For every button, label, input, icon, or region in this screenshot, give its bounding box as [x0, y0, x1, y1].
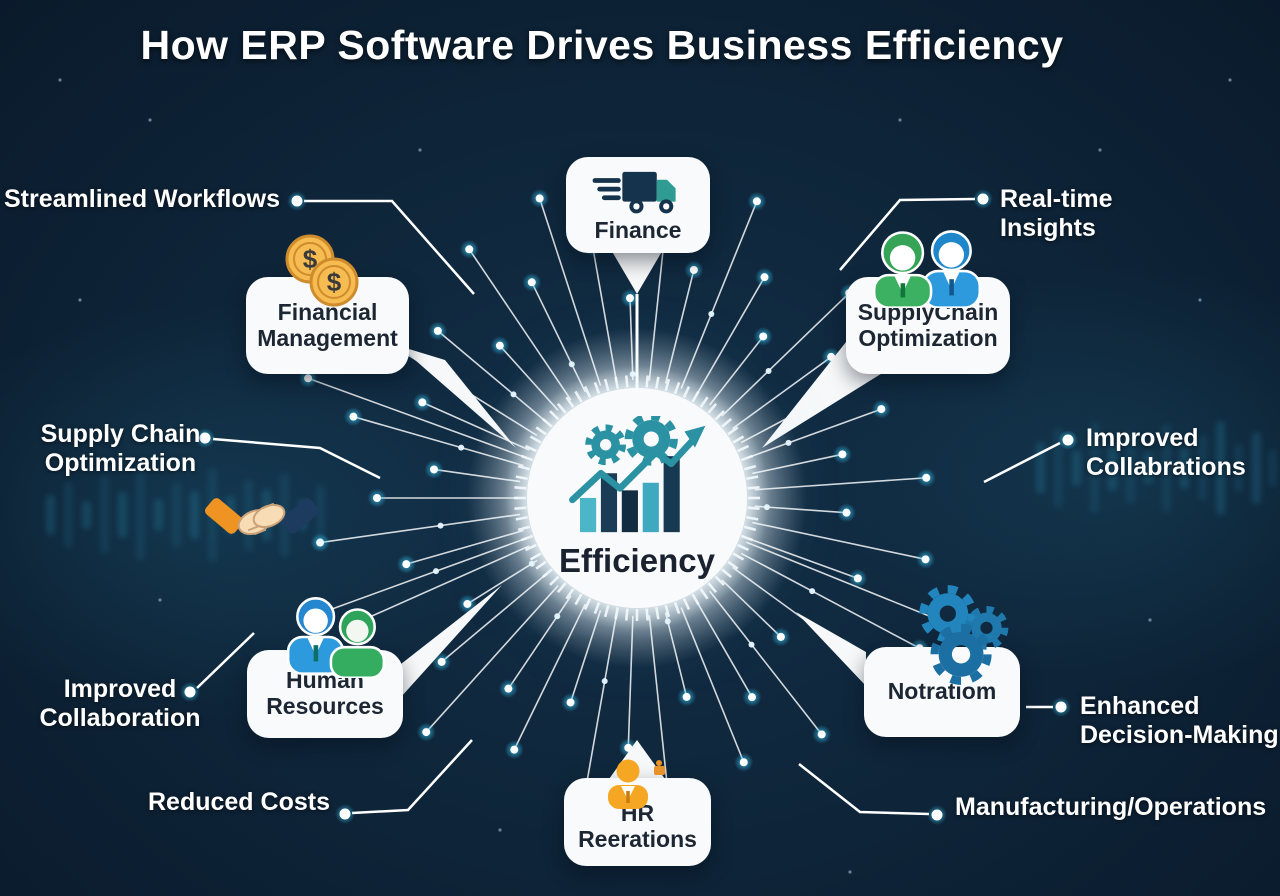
dollar-coins-icon: $ $ — [285, 234, 359, 307]
label-manufacturing-operations: Manufacturing/Operations — [955, 793, 1267, 821]
supply-chain-optimization-connector — [212, 437, 381, 480]
node-card-finance: Finance — [566, 157, 710, 253]
label-connector-dots-group — [180, 189, 1078, 825]
gears-growth-chart-icon — [569, 416, 706, 533]
page-title: How ERP Software Drives Business Efficie… — [140, 22, 1064, 68]
center-node-label: Efficiency — [559, 542, 715, 579]
handshake-icon — [205, 498, 319, 536]
human-resources-card-tail — [401, 585, 502, 697]
two-people-icon — [872, 230, 982, 308]
two-people-icon — [286, 597, 386, 678]
center-node-efficiency: Efficiency — [527, 388, 747, 608]
person-icon — [608, 759, 665, 809]
financial-management-card-tail — [399, 346, 516, 448]
improved-collaboration-connector — [196, 632, 255, 689]
man-figure — [921, 230, 982, 308]
card-label-notratiom: Notratiom — [887, 678, 997, 705]
delivery-truck-icon — [592, 171, 676, 214]
label-connectors-group — [196, 197, 1061, 816]
finance-card-tail — [610, 248, 664, 294]
label-supply-chain-optimization: Supply Chain Optimization — [40, 420, 201, 477]
label-reduced-costs: Reduced Costs — [148, 788, 330, 816]
woman-figure — [872, 231, 933, 308]
notratiom-card-tail — [796, 612, 866, 686]
green-person-figure — [329, 608, 386, 678]
reduced-costs-connector — [351, 739, 473, 815]
label-real-time-insights: Real-time Insights — [1000, 185, 1113, 242]
real-time-insights-connector — [839, 197, 976, 271]
card-label-hr-reerations: HR Reerations — [578, 800, 697, 852]
blue-person-figure — [286, 597, 345, 675]
streamlined-workflows-connector — [304, 199, 475, 295]
radiating-lines-group — [46, 78, 1277, 874]
label-improved-collabrations: Improved Collabrations — [1086, 424, 1246, 481]
card-label-finance: Finance — [594, 216, 682, 243]
manufacturing-operations-connector — [798, 763, 930, 816]
svg-text:$: $ — [303, 244, 318, 274]
svg-text:$: $ — [327, 267, 342, 297]
label-enhanced-decision-making: Enhanced Decision-Making — [1080, 692, 1279, 749]
gears-icon — [919, 585, 1009, 685]
label-streamlined-workflows: Streamlined Workflows — [4, 185, 280, 213]
label-improved-collaboration: Improved Collaboration — [39, 675, 201, 732]
improved-collabrations-connector — [983, 441, 1061, 484]
